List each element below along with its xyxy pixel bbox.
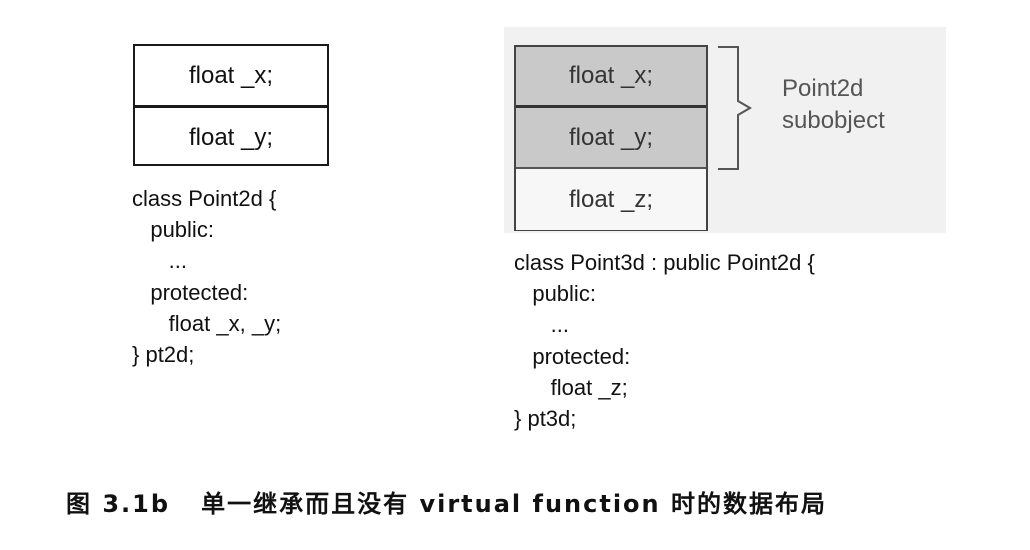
code-line: protected: [514,343,631,369]
code-line: float _x, _y; [132,310,282,336]
code-line: public: [132,217,214,243]
code-line: } pt2d; [132,342,195,368]
code-line: class Point3d : public Point2d { [514,250,815,275]
code-line: ... [132,248,188,274]
point2d-field-x: float _x; [135,46,327,108]
subobject-label-line2: subobject [782,107,885,134]
figure-caption: 图 3.1b 单一继承而且没有 virtual function 时的数据布局 [66,490,827,518]
point3d-field-y: float _y; [516,108,706,169]
code-line: ... [514,312,570,338]
point3d-field-z: float _z; [516,169,706,230]
point3d-layout: float _x; float _y; float _z; [514,45,708,231]
code-line: public: [514,281,596,307]
code-line: protected: [132,279,249,305]
point2d-field-y: float _y; [188,123,274,151]
subobject-label: Point2d subobject [782,73,885,137]
subobject-bracket-icon [718,46,752,170]
code-line: float _z; [514,374,628,400]
subobject-label-line1: Point2d [782,75,864,102]
point2d-code: class Point2d { public: ... protected: f… [132,183,281,370]
point3d-field-x: float _x; [516,47,706,108]
point3d-code: class Point3d : public Point2d { public:… [514,247,815,434]
code-line: } pt3d; [514,406,577,432]
code-line: class Point2d { [132,186,277,211]
point2d-layout: float _x; float _y; [133,44,329,166]
